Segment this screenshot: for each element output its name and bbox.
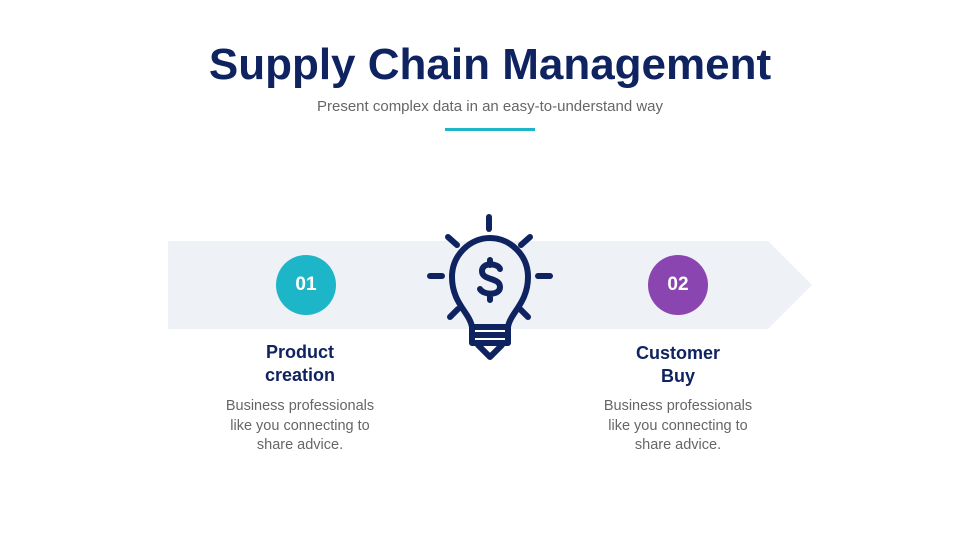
lightbulb-dollar-icon xyxy=(427,214,553,360)
title-underline xyxy=(445,128,535,131)
process-arrow-band xyxy=(168,241,812,329)
step-number-badge: 01 xyxy=(276,255,336,315)
step-number-badge: 02 xyxy=(648,255,708,315)
page-title: Supply Chain Management xyxy=(208,40,772,89)
page-subtitle: Present complex data in an easy-to-under… xyxy=(316,98,664,115)
